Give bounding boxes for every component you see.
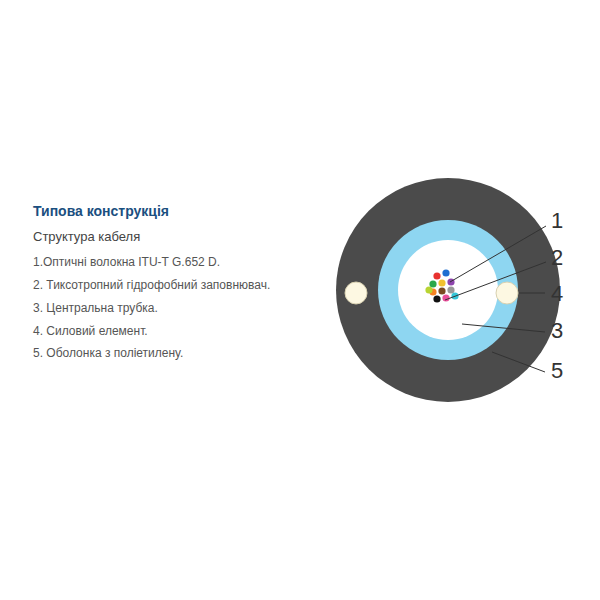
optical-fiber [442,294,449,301]
callout-number: 2 [551,245,563,271]
optical-fiber [433,295,440,302]
callout-number: 5 [551,358,563,384]
leader-line [492,352,545,372]
list-item: 4. Силовий елемент. [33,324,148,338]
strength-member [496,282,518,304]
callout-number: 3 [551,318,563,344]
list-item: 1.Оптичні волокна ITU-T G.652 D. [33,255,220,269]
optical-fiber [429,280,436,287]
central-tube [378,220,518,360]
hydrophobic-filler [398,240,498,340]
polyethylene-sheath [336,178,560,402]
leader-line [462,324,545,332]
leader-lines [445,226,546,372]
optical-fiber [447,286,454,293]
optical-fibers [425,269,458,302]
optical-fiber [425,286,432,293]
optical-fiber [438,287,445,294]
subtitle: Структура кабеля [33,229,140,244]
callout-number: 1 [551,208,563,234]
list-item: 5. Оболонка з поліетилену. [33,346,183,360]
strength-member [345,282,367,304]
heading: Типова конструкція [33,203,169,219]
leader-line [450,226,546,282]
optical-fiber [442,269,449,276]
leader-line [445,262,546,300]
list-item: 2. Тиксотропний гідрофобний заповнювач. [33,278,270,292]
callout-number: 4 [551,281,563,307]
optical-fiber [433,272,440,279]
list-item: 3. Центральна трубка. [33,301,158,315]
leader-line [519,293,545,294]
optical-fiber [438,279,445,286]
